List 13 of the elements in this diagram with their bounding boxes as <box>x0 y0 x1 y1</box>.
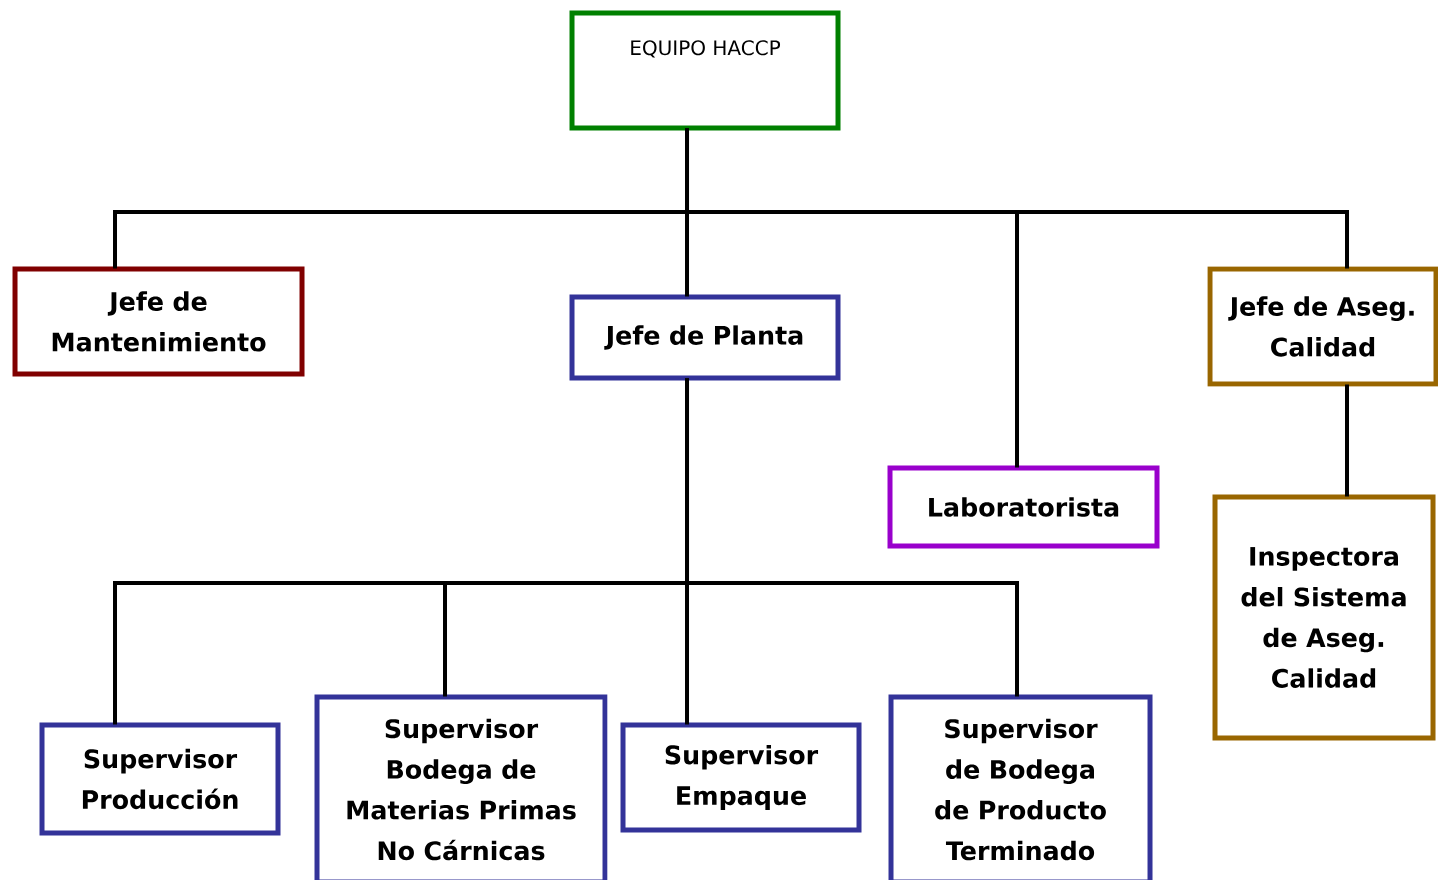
connector-line <box>685 378 1019 697</box>
role-box: Jefe de Planta <box>569 294 841 381</box>
role-box: Laboratorista <box>887 465 1160 549</box>
role-box: Jefe de Aseg. Calidad <box>1207 266 1438 387</box>
connector-line <box>1345 384 1349 497</box>
role-box: Jefe de Mantenimiento <box>12 266 305 377</box>
title-box: EQUIPO HACCP <box>569 10 841 131</box>
connector-line <box>685 128 1349 269</box>
role-box: Inspectora del Sistema de Aseg. Calidad <box>1212 494 1436 741</box>
role-box: Supervisor de Bodega de Producto Terminado <box>888 694 1153 880</box>
role-box: Supervisor Empaque <box>620 722 862 833</box>
role-box: Supervisor Bodega de Materias Primas No Cárnicas <box>314 694 608 880</box>
role-box: Supervisor Producción <box>39 722 281 836</box>
